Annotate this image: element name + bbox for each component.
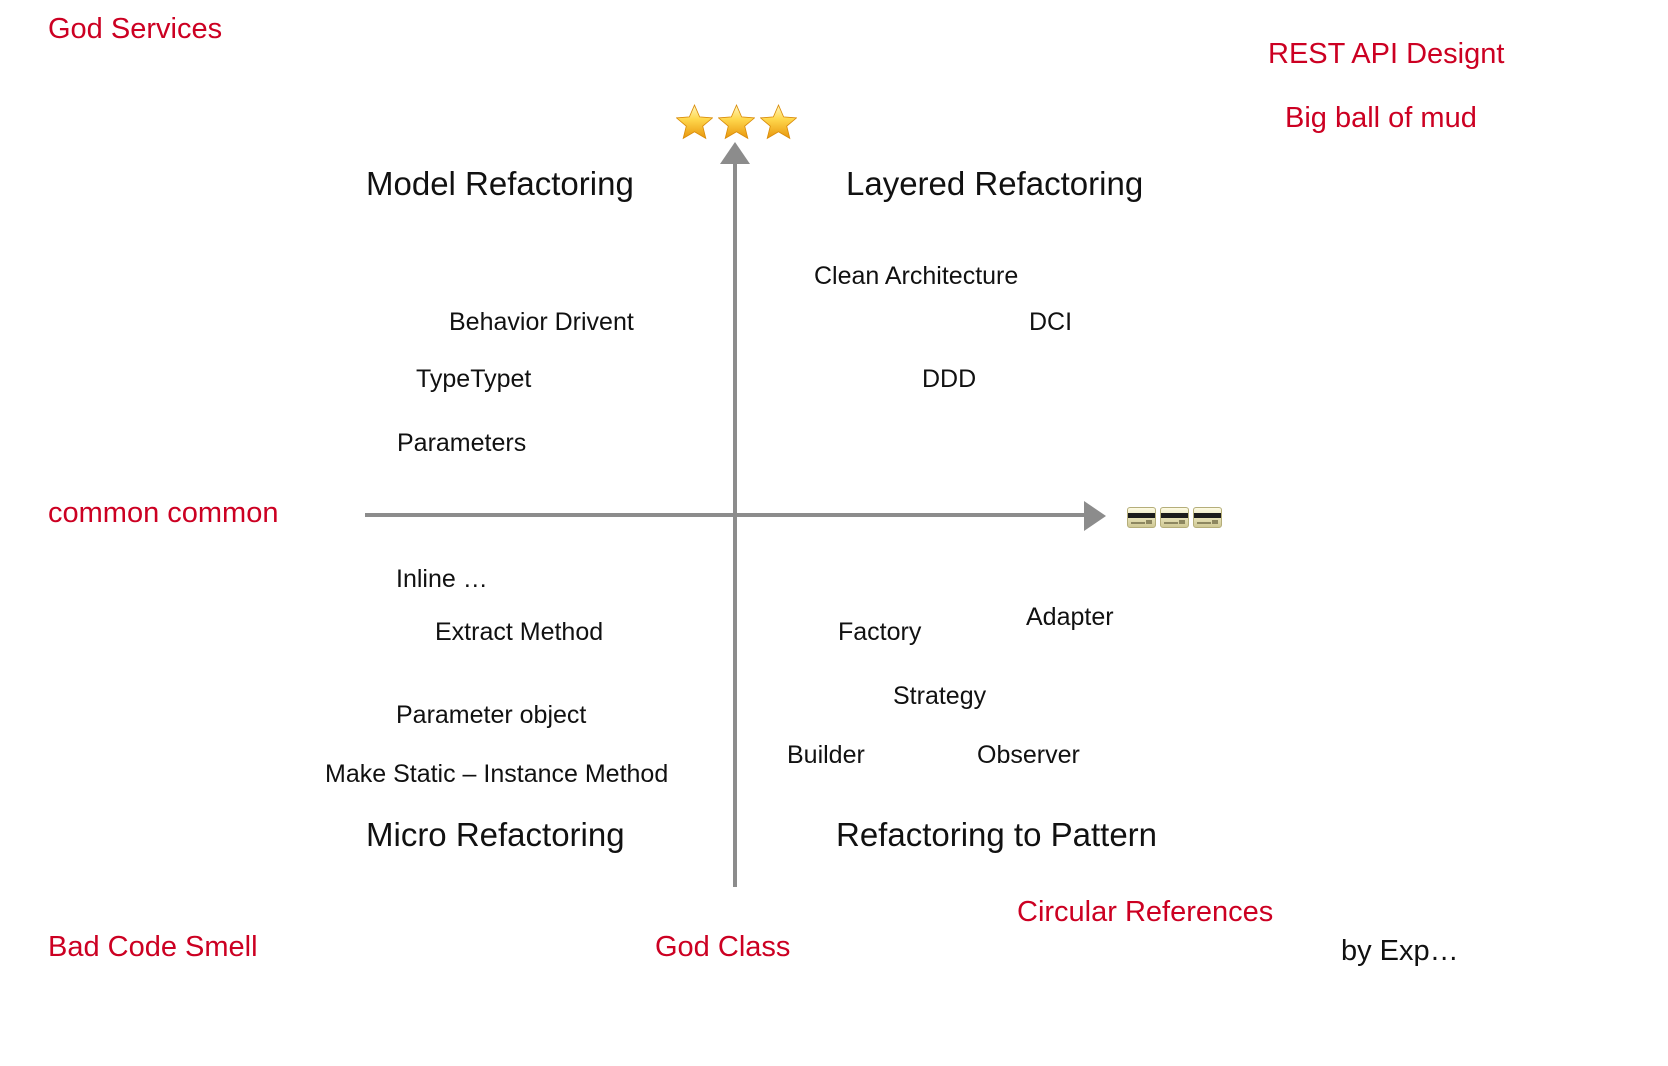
credit-line: by Exp… (1341, 935, 1459, 967)
star-icon (718, 103, 755, 140)
horizontal-axis-line (365, 513, 1090, 517)
item-parameters: Parameters (397, 429, 527, 457)
item-parameter-object: Parameter object (396, 701, 587, 729)
note-rest-api-designt: REST API Designt (1268, 38, 1505, 70)
credit-card-icon (1160, 507, 1189, 528)
item-make-static-instance-method: Make Static – Instance Method (325, 760, 669, 788)
item-builder: Builder (787, 741, 865, 769)
quadrant-title-model-refactoring: Model Refactoring (366, 165, 634, 202)
horizontal-axis-cost (1127, 507, 1222, 528)
item-observer: Observer (977, 741, 1080, 769)
item-strategy: Strategy (893, 682, 987, 710)
star-icon (676, 103, 713, 140)
vertical-axis-rating (676, 103, 797, 140)
horizontal-axis-arrowhead (1084, 501, 1106, 531)
item-inline: Inline … (396, 565, 488, 593)
item-ddd: DDD (922, 365, 977, 393)
item-adapter: Adapter (1026, 603, 1114, 631)
note-bad-code-smell: Bad Code Smell (48, 931, 258, 963)
vertical-axis-line (733, 160, 737, 887)
note-god-services: God Services (48, 13, 223, 45)
note-common-common: common common (48, 497, 279, 529)
note-big-ball-of-mud: Big ball of mud (1285, 102, 1477, 134)
item-factory: Factory (838, 618, 922, 646)
quadrant-title-layered-refactoring: Layered Refactoring (846, 165, 1144, 202)
credit-card-icon (1127, 507, 1156, 528)
note-circular-references: Circular References (1017, 896, 1274, 928)
vertical-axis-arrowhead (720, 142, 750, 164)
note-god-class: God Class (655, 931, 791, 963)
item-clean-architecture: Clean Architecture (814, 262, 1019, 290)
quadrant-title-micro-refactoring: Micro Refactoring (366, 816, 625, 853)
credit-card-icon (1193, 507, 1222, 528)
item-behavior-drivent: Behavior Drivent (449, 308, 634, 336)
star-icon (760, 103, 797, 140)
quadrant-title-refactoring-to-pattern: Refactoring to Pattern (836, 816, 1158, 853)
item-typetypet: TypeTypet (416, 365, 532, 393)
item-extract-method: Extract Method (435, 618, 604, 646)
item-dci: DCI (1029, 308, 1073, 336)
